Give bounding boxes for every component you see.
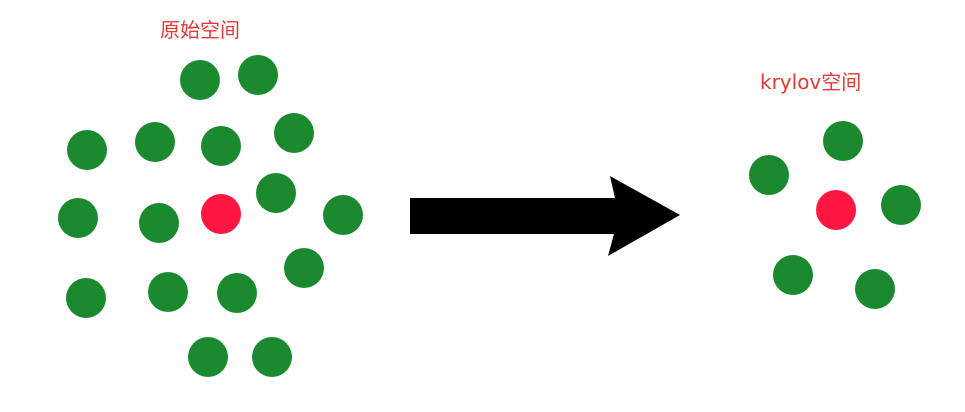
arrow-shape xyxy=(410,176,680,256)
krylov-space-points xyxy=(749,121,921,309)
original-space-points xyxy=(58,55,363,377)
original-point xyxy=(284,248,324,288)
original-point xyxy=(201,126,241,166)
original-point xyxy=(135,122,175,162)
krylov-point-highlight xyxy=(816,190,856,230)
original-point xyxy=(323,195,363,235)
original-point xyxy=(58,198,98,238)
krylov-point xyxy=(773,255,813,295)
original-point xyxy=(274,113,314,153)
original-point xyxy=(238,55,278,95)
original-point xyxy=(188,337,228,377)
original-space-label: 原始空间 xyxy=(160,18,240,42)
krylov-point xyxy=(855,269,895,309)
original-point xyxy=(180,60,220,100)
original-point xyxy=(67,130,107,170)
krylov-point xyxy=(881,185,921,225)
krylov-point xyxy=(749,155,789,195)
original-point xyxy=(66,278,106,318)
krylov-space-label: krylov空间 xyxy=(760,70,862,94)
original-point xyxy=(252,337,292,377)
krylov-point xyxy=(823,121,863,161)
original-point xyxy=(139,203,179,243)
original-point xyxy=(148,272,188,312)
transform-arrow xyxy=(410,176,680,256)
original-point xyxy=(217,273,257,313)
original-point xyxy=(256,173,296,213)
original-point-highlight xyxy=(201,194,241,234)
